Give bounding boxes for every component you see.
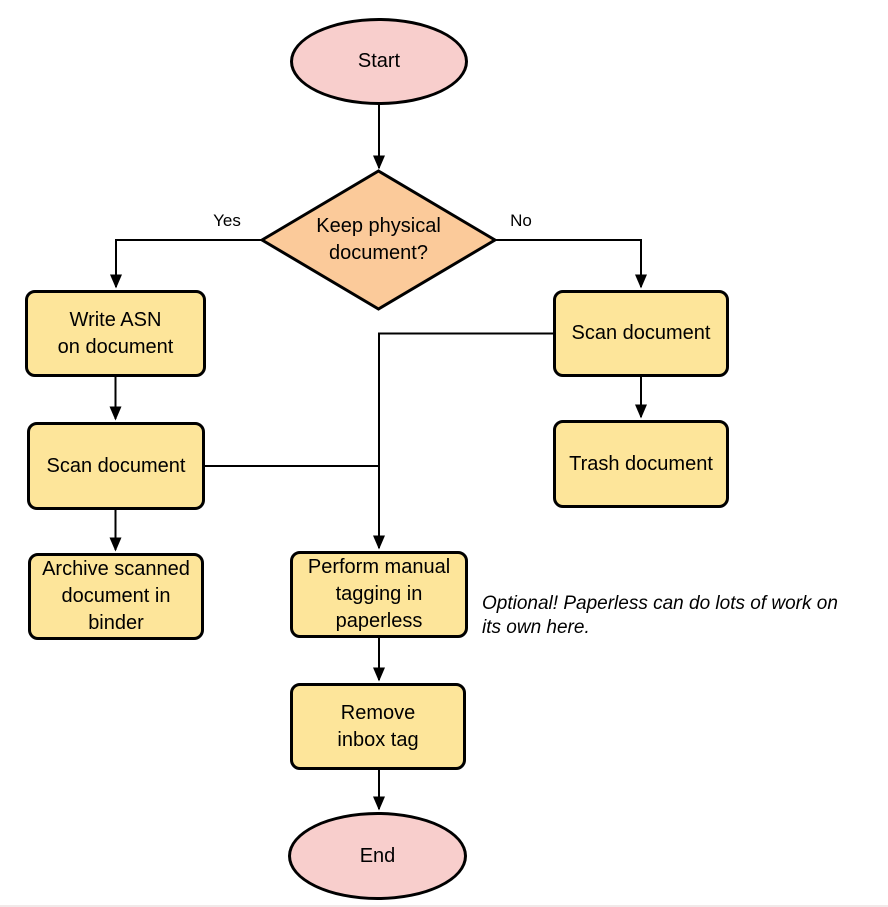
node-scan-document-right-label: Scan document bbox=[571, 322, 711, 344]
edge-scan-right-to-perform bbox=[373, 332, 553, 550]
node-end: End bbox=[288, 812, 467, 900]
edge-decision-yes-to-write-asn bbox=[110, 239, 262, 289]
node-decision: Keep physical document? bbox=[260, 169, 497, 311]
node-archive-binder-label: Archive scanned document in binder bbox=[42, 558, 190, 634]
node-start: Start bbox=[290, 18, 468, 105]
decision-diamond-shape bbox=[260, 169, 497, 311]
node-trash-document: Trash document bbox=[553, 420, 729, 508]
node-scan-document-left-label: Scan document bbox=[46, 454, 186, 477]
node-end-label: End bbox=[359, 844, 396, 867]
node-remove-inbox-tag-label: Remove inbox tag bbox=[337, 701, 419, 751]
node-trash-document-label: Trash document bbox=[569, 452, 713, 475]
node-remove-inbox-tag: Remove inbox tag bbox=[290, 683, 466, 770]
node-write-asn: Write ASN on document bbox=[25, 290, 206, 377]
node-start-label: Start bbox=[357, 50, 401, 72]
node-scan-document-left: Scan document bbox=[27, 422, 205, 510]
node-write-asn-label: Write ASN on document bbox=[57, 308, 174, 358]
edge-label-no: No bbox=[494, 211, 548, 231]
node-manual-tagging-label: Perform manual tagging in paperless bbox=[307, 556, 451, 632]
bottom-edge-line bbox=[0, 905, 888, 907]
edge-label-yes: Yes bbox=[200, 211, 254, 231]
edge-decision-no-to-scan-right bbox=[495, 239, 647, 289]
node-manual-tagging: Perform manual tagging in paperless bbox=[290, 551, 468, 638]
optional-note: Optional! Paperless can do lots of work … bbox=[482, 593, 838, 638]
node-scan-document-right: Scan document bbox=[553, 290, 729, 377]
node-archive-binder: Archive scanned document in binder bbox=[28, 553, 204, 640]
node-decision-label: Keep physical document? bbox=[316, 215, 441, 264]
